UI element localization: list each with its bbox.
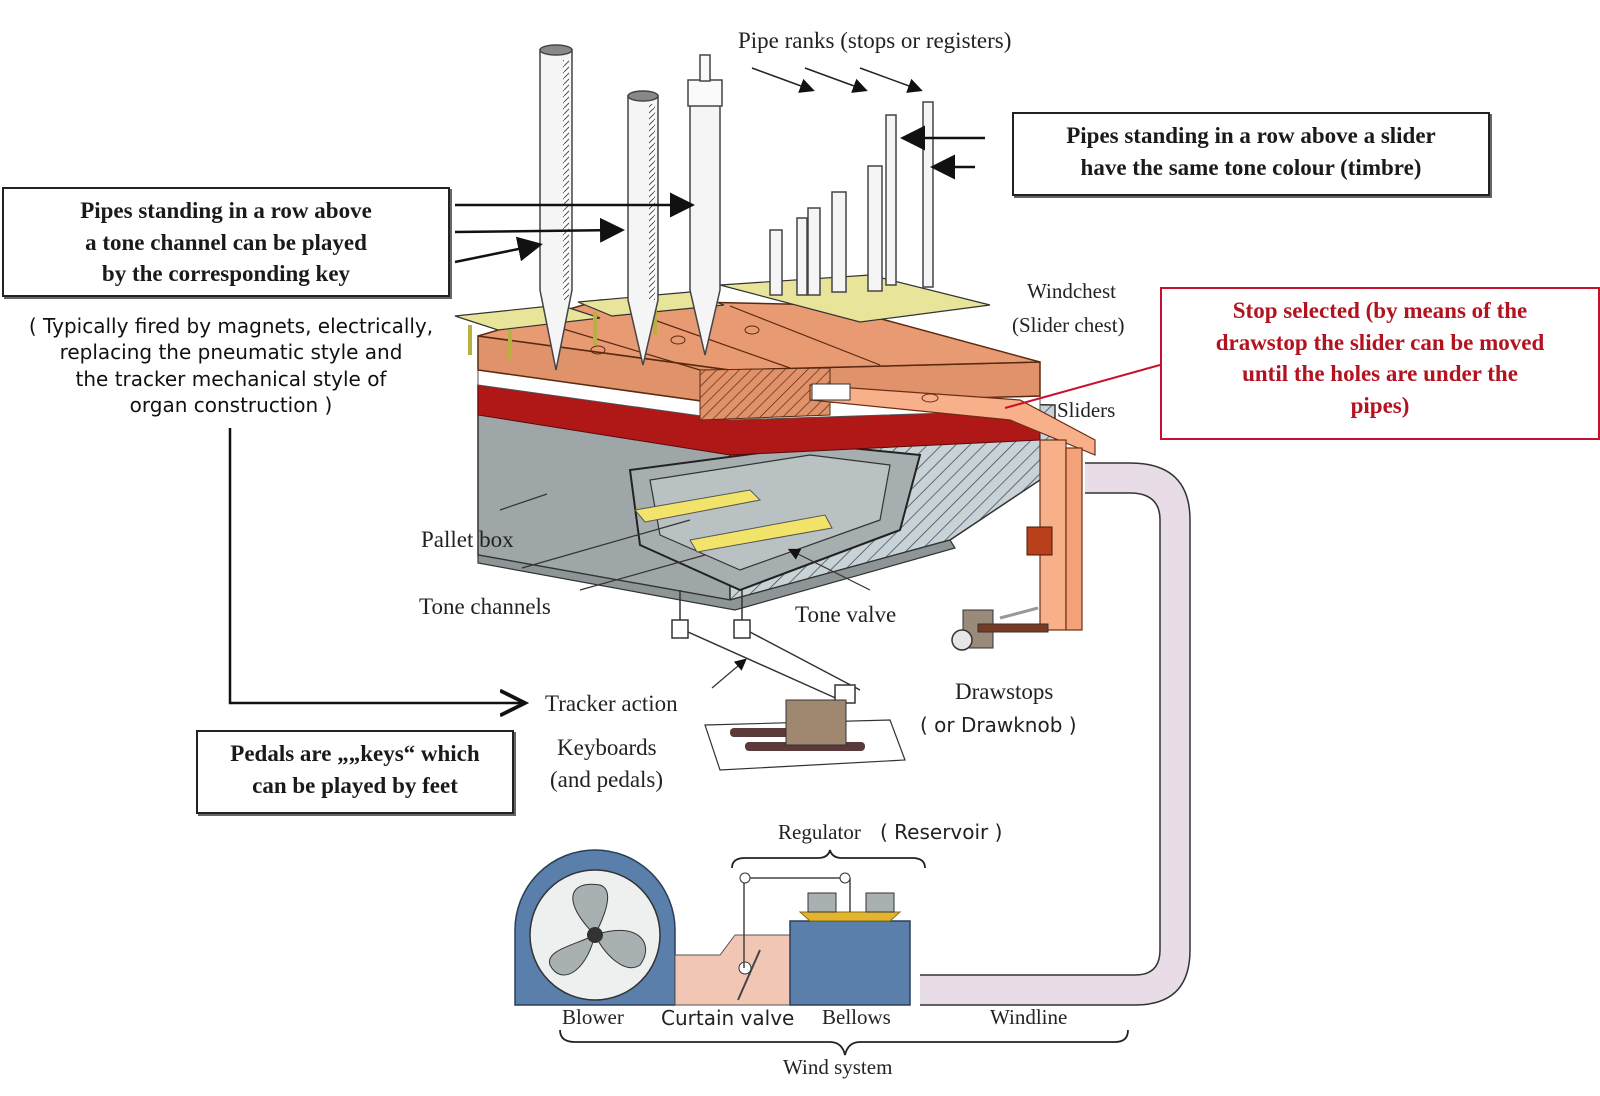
keyboards-label: Keyboards <box>557 735 657 760</box>
slider-chest-label: (Slider chest) <box>1012 313 1125 337</box>
drawstops-label: Drawstops <box>955 679 1054 704</box>
label-leaders <box>499 493 871 689</box>
tone-valve-label: Tone valve <box>795 602 897 627</box>
pallets <box>634 489 833 553</box>
tone-channel-callout-line: a tone channel can be played <box>85 229 367 255</box>
pedals-callout-line: can be played by feet <box>252 772 458 798</box>
pipe-ranks-arrows <box>751 67 923 93</box>
stop-selected-leader <box>1004 364 1161 409</box>
pedals-callout-line: Pedals are „„keys“ which <box>230 741 480 766</box>
windchest-label: Windchest <box>1027 279 1116 303</box>
tracker-action-label: Tracker action <box>545 691 678 716</box>
typically-fired-connector <box>228 428 525 703</box>
curtain-valve <box>674 934 791 1006</box>
windchest-body <box>477 299 1056 611</box>
tone-channels-label: Tone channels <box>419 594 551 619</box>
tone-channel-arrows <box>454 192 695 264</box>
windline-label: Windline <box>990 1005 1068 1029</box>
tracker-linkage <box>671 590 861 704</box>
pedals-callout: Pedals are „„keys“ which can be played b… <box>196 730 514 814</box>
bellows-label: Bellows <box>822 1005 891 1029</box>
and-pedals-label: (and pedals) <box>550 767 664 792</box>
slider-arrows <box>900 125 985 180</box>
tone-channel-callout-line: Pipes standing in a row above <box>80 198 372 223</box>
tone-channel-note-line: the tracker mechanical style of <box>75 366 387 391</box>
pipe-ranks-label: Pipe ranks (stops or registers) <box>738 28 1012 53</box>
organ-pipes <box>539 44 934 371</box>
stop-selected-callout: Stop selected (by means of the drawstop … <box>1160 287 1600 440</box>
drawknob-label: ( or Drawknob ) <box>920 713 1077 737</box>
wind-system-label: Wind system <box>783 1055 893 1079</box>
tone-channel-note: ( Typically fired by magnets, electrical… <box>0 313 462 419</box>
regulator-label: Regulator <box>778 820 861 844</box>
blower-label: Blower <box>562 1005 624 1029</box>
blower <box>514 849 676 1006</box>
slider-callout-line: have the same tone colour (timbre) <box>1080 154 1422 180</box>
regulator-brace <box>731 849 926 869</box>
drawstop-knob <box>951 606 1049 651</box>
curtain-valve-label: Curtain valve <box>661 1006 795 1030</box>
tone-channel-note-line: replacing the pneumatic style and <box>59 340 403 365</box>
slider-callout: Pipes standing in a row above a slider h… <box>1012 112 1490 196</box>
stop-selected-callout-line: drawstop the slider can be moved <box>1215 329 1545 355</box>
tone-channel-callout-line: by the corresponding key <box>101 261 351 287</box>
slider-callout-line: Pipes standing in a row above a slider <box>1066 123 1436 148</box>
reservoir-label: ( Reservoir ) <box>880 820 1003 844</box>
bellows <box>739 872 911 1006</box>
tone-channel-note-line: ( Typically fired by magnets, electrical… <box>28 314 434 338</box>
stop-selected-callout-line: pipes) <box>1350 393 1410 419</box>
stop-selected-callout-line: Stop selected (by means of the <box>1232 298 1528 323</box>
tone-channel-callout: Pipes standing in a row above a tone cha… <box>2 187 450 297</box>
stop-selected-callout-line: until the holes are under the <box>1242 361 1518 387</box>
keyboard <box>704 699 906 771</box>
wind-system-brace <box>559 1029 1129 1056</box>
windline <box>920 462 1191 1006</box>
pallet-box-label: Pallet box <box>421 527 514 552</box>
tone-channel-note-line: organ construction ) <box>129 393 333 418</box>
sliders-label: Sliders <box>1057 398 1116 422</box>
